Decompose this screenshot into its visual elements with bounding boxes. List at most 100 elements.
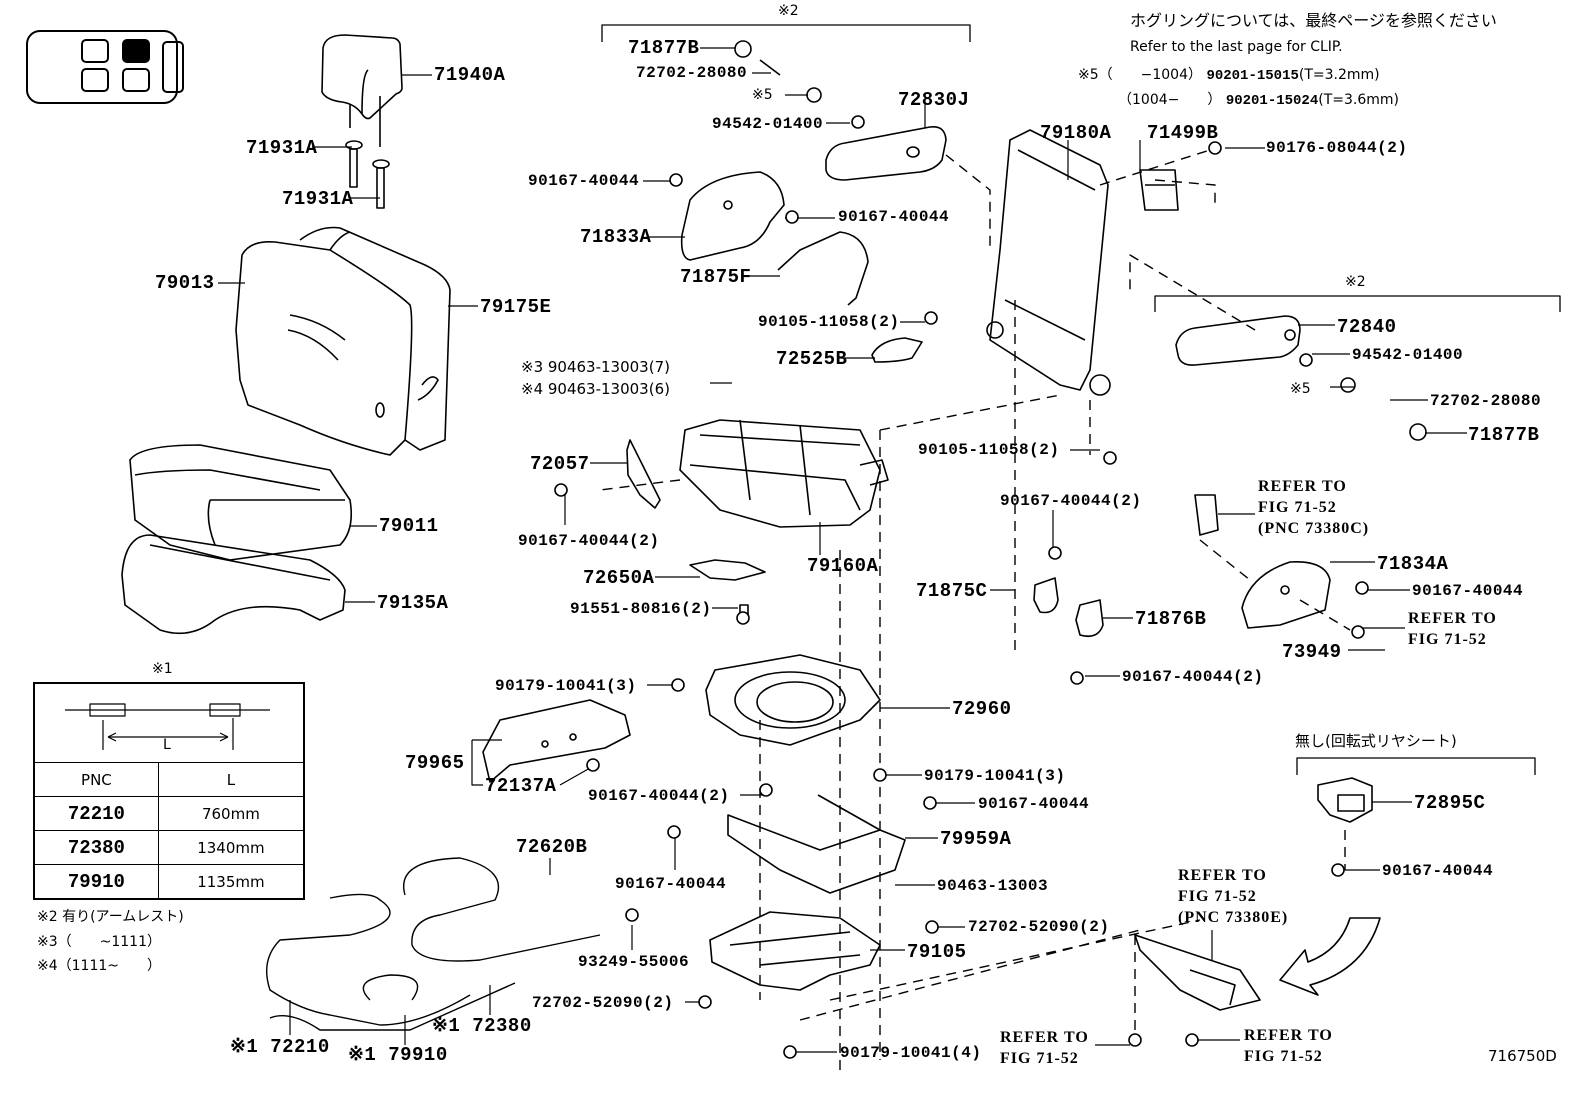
part-label-72137A[interactable]: 72137A: [485, 775, 557, 797]
part-label-71834A[interactable]: 71834A: [1377, 553, 1449, 575]
length-cell: 1135mm: [157, 864, 305, 900]
seat-cell: [81, 39, 109, 63]
part-label-79105[interactable]: 79105: [907, 941, 967, 963]
part-label-90167-40044[interactable]: 90167-40044: [1382, 862, 1494, 880]
part-label-91551-80816[interactable]: 91551-80816(2): [570, 600, 712, 618]
part-label-72702-28080[interactable]: 72702-28080: [636, 64, 748, 82]
part-label-90105-11058[interactable]: 90105-11058(2): [758, 313, 900, 331]
length-cell: 1340mm: [157, 830, 305, 865]
recliner-cover-drawing: [680, 171, 785, 261]
cables-drawing: [266, 857, 601, 1031]
cable-label-72380[interactable]: ※1 72380: [432, 1015, 532, 1037]
seat-cell-tall: [162, 41, 184, 93]
refer-to-fig-71-52-73380E[interactable]: REFER TO FIG 71-52 (PNC 73380E): [1178, 867, 1289, 926]
part-label-94542-01400[interactable]: 94542-01400: [1352, 346, 1464, 364]
cable-label-79910[interactable]: ※1 79910: [348, 1044, 448, 1066]
refer-to-fig-71-52[interactable]: REFER TO FIG 71-52: [1408, 610, 1497, 648]
headrest-guides-drawing: [345, 140, 390, 209]
seat-frame-drawing: [679, 419, 889, 528]
refer-to-fig-71-52[interactable]: REFER TO FIG 71-52: [1244, 1027, 1333, 1065]
pnc-cell[interactable]: 72210: [33, 796, 159, 831]
part-label-79959A[interactable]: 79959A: [940, 828, 1012, 850]
column-header-length: L: [157, 762, 305, 797]
part-label-90167-40044[interactable]: 90167-40044: [1412, 582, 1524, 600]
pnc-cell[interactable]: 72380: [33, 830, 159, 865]
part-label-72620B[interactable]: 72620B: [516, 836, 588, 858]
part-label-71877B[interactable]: 71877B: [1468, 424, 1540, 446]
part-label-90179-10041[interactable]: 90179-10041(4): [840, 1044, 982, 1062]
part-label-71931A[interactable]: 71931A: [282, 188, 354, 210]
bracket-72895C-drawing: [1317, 777, 1373, 823]
part-label-90105-11058[interactable]: 90105-11058(2): [918, 441, 1060, 459]
part-label-90167-40044-2[interactable]: 90167-40044(2): [588, 787, 730, 805]
part-label-72702-28080[interactable]: 72702-28080: [1430, 392, 1542, 410]
part-label-72960[interactable]: 72960: [952, 698, 1012, 720]
cover-79959A-drawing: [727, 794, 906, 894]
part-label-79175E[interactable]: 79175E: [480, 296, 552, 318]
column-header-pnc: PNC: [33, 762, 159, 797]
part-label-90179-10041[interactable]: 90179-10041(3): [495, 677, 637, 695]
part-label-71833A[interactable]: 71833A: [580, 226, 652, 248]
part-label-72895C[interactable]: 72895C: [1414, 792, 1486, 814]
figure-id: 716750D: [1488, 1047, 1557, 1065]
dimension-label: L: [163, 737, 171, 753]
part-label-71876B[interactable]: 71876B: [1135, 608, 1207, 630]
note5-line2: （1004− ） 90201-15024(T=3.6mm): [1118, 92, 1399, 109]
part-label-71875C[interactable]: 71875C: [916, 580, 988, 602]
part-label-90167-40044[interactable]: 90167-40044: [838, 208, 950, 226]
part-label-79013[interactable]: 79013: [155, 272, 215, 294]
part-label-71931A[interactable]: 71931A: [246, 137, 318, 159]
part-label-90167-40044-2[interactable]: 90167-40044(2): [1122, 668, 1264, 686]
part-label-71499B[interactable]: 71499B: [1147, 122, 1219, 144]
part-label-90167-40044[interactable]: 90167-40044: [615, 875, 727, 893]
footnote-3: ※3（ ~1111）: [37, 934, 161, 950]
part-label-94542-01400[interactable]: 94542-01400: [712, 115, 824, 133]
pnc-cell[interactable]: 79910: [33, 864, 159, 900]
seatback-frame-drawing: [986, 129, 1179, 396]
part-label-90179-10041[interactable]: 90179-10041(3): [924, 767, 1066, 785]
refer-to-fig-71-52[interactable]: REFER TO FIG 71-52: [1000, 1029, 1089, 1067]
part-label-79160A[interactable]: 79160A: [807, 555, 879, 577]
group-mark-no-rotating-seat: 無し(回転式リヤシート): [1295, 732, 1457, 750]
part-label-71877B[interactable]: 71877B: [628, 37, 700, 59]
group-mark-armrest-left: ※2: [778, 3, 799, 19]
note-mark-5: ※5: [752, 87, 773, 103]
part-label-72525B[interactable]: 72525B: [776, 348, 848, 370]
part-label-90167-40044[interactable]: 90167-40044: [978, 795, 1090, 813]
turntable-drawing: [705, 654, 881, 746]
part-label-72702-52090[interactable]: 72702-52090(2): [968, 918, 1110, 936]
part-label-72057[interactable]: 72057: [530, 453, 590, 475]
part-label-72650A[interactable]: 72650A: [583, 567, 655, 589]
part-label-79011[interactable]: 79011: [379, 515, 439, 537]
buckle-drawing: [1134, 494, 1261, 1011]
refer-to-fig-71-52-73380C[interactable]: REFER TO FIG 71-52 (PNC 73380C): [1258, 478, 1370, 537]
part-label-72830J[interactable]: 72830J: [898, 89, 970, 111]
table-row: 79910 1135mm: [33, 864, 305, 900]
part-label-79135A[interactable]: 79135A: [377, 592, 449, 614]
group-brackets: [601, 24, 1561, 775]
clip-note-3: ※3 90463-13003(7): [521, 358, 670, 376]
seat-cell-highlighted: [122, 39, 150, 63]
part-label-90167-40044-2[interactable]: 90167-40044(2): [518, 532, 660, 550]
seat-cell: [81, 68, 109, 92]
part-label-90167-40044-2[interactable]: 90167-40044(2): [1000, 492, 1142, 510]
cushion-pad-drawing: [121, 534, 346, 635]
cable-label-72210[interactable]: ※1 72210: [230, 1036, 330, 1058]
clip-note-4: ※4 90463-13003(6): [521, 380, 670, 398]
part-label-79965[interactable]: 79965: [405, 752, 465, 774]
part-label-73949[interactable]: 73949: [1282, 641, 1342, 663]
part-label-71940A[interactable]: 71940A: [434, 64, 506, 86]
brackets-71875C-71876B-drawing: [1033, 577, 1104, 638]
part-label-90176-08044[interactable]: 90176-08044(2): [1266, 139, 1408, 157]
part-label-90463-13003[interactable]: 90463-13003: [937, 877, 1049, 895]
part-label-90167-40044[interactable]: 90167-40044: [528, 172, 640, 190]
table-row: 72210 760mm: [33, 796, 305, 831]
part-label-79180A[interactable]: 79180A: [1040, 122, 1112, 144]
part-label-72840[interactable]: 72840: [1337, 316, 1397, 338]
clip-note-japanese: ホグリングについては、最終ページを参照ください: [1130, 11, 1497, 30]
note5-line1: ※5（ −1004） 90201-15015(T=3.2mm): [1078, 67, 1380, 84]
part-label-72702-52090[interactable]: 72702-52090(2): [532, 994, 674, 1012]
part-label-71875F[interactable]: 71875F: [680, 266, 752, 288]
part-label-93249-55006[interactable]: 93249-55006: [578, 953, 690, 971]
